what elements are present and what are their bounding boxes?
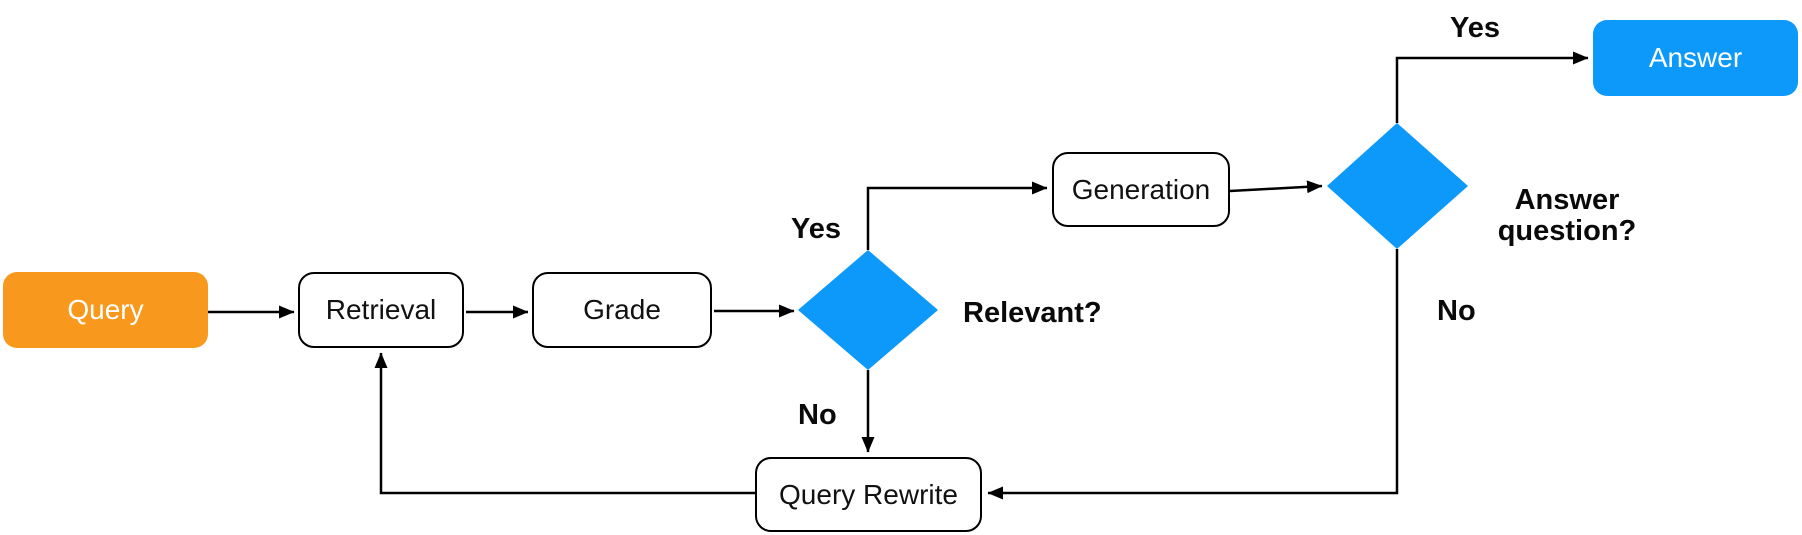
edge-generation-answer-question xyxy=(1229,180,1323,194)
generation-node: Generation xyxy=(1052,152,1230,227)
query-node: Query xyxy=(3,272,208,348)
edge-answer-question-no-query-rewrite xyxy=(987,249,1399,500)
answer-question-decision-label: Answer question? xyxy=(1497,184,1637,247)
edge-query-rewrite-retrieval xyxy=(374,352,755,495)
relevant-decision-label: Relevant? xyxy=(963,297,1102,329)
query-rewrite-node: Query Rewrite xyxy=(755,457,982,532)
edge-relevant-yes-generation xyxy=(866,181,1048,250)
relevant-no-edge-label: No xyxy=(798,399,837,431)
answer-question-decision-diamond xyxy=(1327,123,1468,249)
generation-node-label: Generation xyxy=(1071,173,1211,205)
relevant-decision-diamond xyxy=(798,250,938,370)
answer-node-label: Answer xyxy=(1648,42,1743,73)
query-rewrite-node-label: Query Rewrite xyxy=(779,478,958,510)
retrieval-node-label: Retrieval xyxy=(325,294,437,325)
retrieval-node: Retrieval xyxy=(298,272,464,348)
answer-question-no-edge-label: No xyxy=(1437,295,1476,327)
grade-node-label: Grade xyxy=(583,294,661,325)
query-node-label: Query xyxy=(67,294,144,325)
answer-question-yes-edge-label: Yes xyxy=(1450,12,1500,44)
edge-answer-question-yes-answer xyxy=(1395,51,1589,123)
answer-node: Answer xyxy=(1593,20,1798,96)
relevant-yes-edge-label: Yes xyxy=(791,213,841,245)
grade-node: Grade xyxy=(532,272,712,348)
